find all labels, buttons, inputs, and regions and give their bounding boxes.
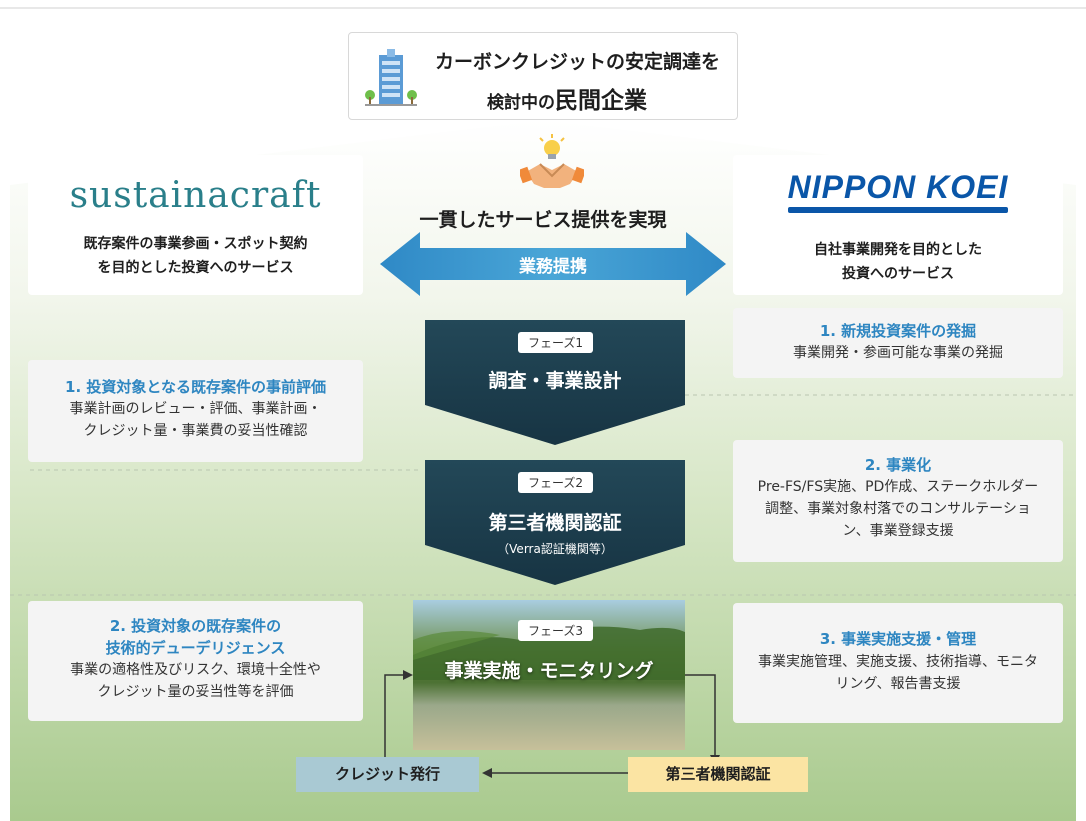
company-box: カーボンクレジットの安定調達を 検討中の民間企業: [348, 32, 738, 120]
right-item-2-title: 2. 事業化: [864, 456, 932, 474]
nippon-koei-card: NIPPON KOEI 自社事業開発を目的とした 投資へのサービス: [733, 155, 1063, 295]
right-item-2-line1: Pre-FS/FS実施、PD作成、ステークホルダー: [757, 479, 1039, 495]
company-line1: カーボンクレジットの安定調達を: [435, 51, 721, 73]
left-item-1-line1: 事業計画のレビュー・評価、事業計画・: [69, 401, 322, 417]
right-item-3-title: 3. 事業実施支援・管理: [819, 630, 977, 648]
left-item-1: 1. 投資対象となる既存案件の事前評価 事業計画のレビュー・評価、事業計画・ ク…: [28, 360, 363, 462]
right-item-1-line1: 事業開発・参画可能な事業の発掘: [793, 345, 1003, 361]
double-arrow-icon: [380, 232, 726, 296]
third-party-certification-box: 第三者機関認証: [628, 757, 808, 792]
right-desc-1: 自社事業開発を目的とした: [814, 242, 982, 258]
left-item-2-line2: クレジット量の妥当性等を評価: [97, 684, 294, 700]
nippon-koei-underline: [788, 207, 1008, 213]
phase2-sub: （Verra認証機関等）: [497, 542, 613, 556]
phase1-arrow: [425, 320, 685, 445]
phase2-label: フェーズ2: [518, 472, 594, 493]
building-icon: [365, 49, 417, 106]
phase1-title: 調査・事業設計: [488, 370, 622, 392]
lightbulb-icon: [539, 134, 565, 159]
sustainacraft-card: sustainacraft 既存案件の事業参画・スポット契約 を目的とした投資へ…: [28, 155, 363, 295]
logo-accent: craft: [229, 175, 322, 216]
right-item-3-line2: リング、報告書支援: [835, 676, 961, 692]
phase3-title: 事業実施・モニタリング: [444, 660, 654, 682]
left-desc-1: 既存案件の事業参画・スポット契約: [83, 236, 308, 252]
phase2-title: 第三者機関認証: [488, 512, 622, 534]
phase3-label: フェーズ3: [518, 620, 594, 641]
company-line2: 検討中の民間企業: [487, 81, 647, 115]
right-desc-2: 投資へのサービス: [842, 266, 954, 282]
right-item-3: 3. 事業実施支援・管理 事業実施管理、実施支援、技術指導、モニタ リング、報告…: [733, 603, 1063, 723]
left-item-2: 2. 投資対象の既存案件の 技術的デューデリジェンス 事業の適格性及びリスク、環…: [28, 601, 363, 721]
left-desc-2: を目的とした投資へのサービス: [97, 260, 294, 276]
right-item-1: 1. 新規投資案件の発掘 事業開発・参画可能な事業の発掘: [733, 308, 1063, 378]
nippon-koei-logo: NIPPON KOEI: [787, 169, 1009, 205]
credit-issuance-box: クレジット発行: [296, 757, 479, 792]
company-line2-emph: 民間企業: [555, 88, 647, 114]
right-item-2-line2: 調整、事業対象村落でのコンサルテーショ: [765, 501, 1031, 517]
left-item-2-line1: 事業の適格性及びリスク、環境十全性や: [70, 662, 321, 678]
right-item-1-title: 1. 新規投資案件の発掘: [819, 322, 977, 340]
left-item-2-title: 2. 投資対象の既存案件の: [109, 617, 282, 635]
phase2-arrow: [425, 460, 685, 585]
right-item-2: 2. 事業化 Pre-FS/FS実施、PD作成、ステークホルダー 調整、事業対象…: [733, 440, 1063, 562]
center-tagline: 一貫したサービス提供を実現: [419, 209, 667, 231]
company-line2-prefix: 検討中の: [487, 93, 555, 113]
partnership-label: 業務提携: [519, 257, 587, 277]
left-item-2-title2: 技術的デューデリジェンス: [105, 639, 286, 657]
phase1-label: フェーズ1: [518, 332, 594, 353]
handshake-icon: [520, 134, 584, 188]
logo-main: sustaina: [69, 175, 230, 216]
left-item-1-line2: クレジット量・事業費の妥当性確認: [83, 423, 308, 439]
right-item-2-line3: ン、事業登録支援: [842, 523, 954, 539]
left-item-1-title: 1. 投資対象となる既存案件の事前評価: [65, 378, 326, 396]
sustainacraft-logo: sustainacraft: [28, 175, 363, 216]
right-item-3-line1: 事業実施管理、実施支援、技術指導、モニタ: [758, 654, 1038, 670]
